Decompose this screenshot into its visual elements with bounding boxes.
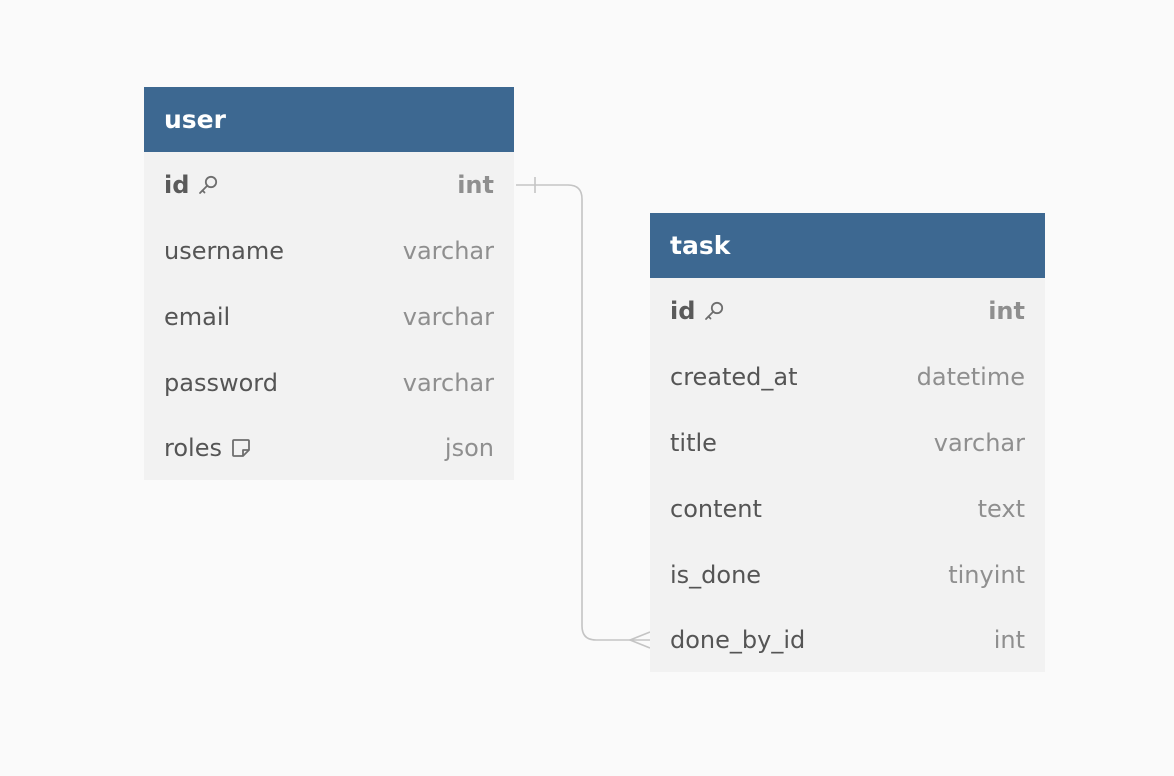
field-row[interactable]: is_done tinyint bbox=[650, 542, 1045, 608]
field-name: created_at bbox=[670, 363, 798, 391]
field-type: text bbox=[977, 495, 1025, 523]
field-type: int bbox=[457, 171, 494, 199]
key-icon bbox=[197, 174, 219, 196]
field-row[interactable]: created_at datetime bbox=[650, 344, 1045, 410]
key-icon bbox=[703, 300, 725, 322]
entity-title[interactable]: task bbox=[650, 213, 1045, 278]
field-name: title bbox=[670, 429, 717, 457]
field-row[interactable]: password varchar bbox=[144, 350, 514, 416]
field-row[interactable]: email varchar bbox=[144, 284, 514, 350]
field-type: datetime bbox=[916, 363, 1025, 391]
entity-task[interactable]: task id int created_at datetime bbox=[650, 213, 1045, 672]
field-name: username bbox=[164, 237, 284, 265]
connector-line bbox=[516, 184, 650, 641]
field-type: int bbox=[993, 626, 1025, 654]
field-type: int bbox=[988, 297, 1025, 325]
field-name: id bbox=[670, 297, 696, 325]
field-type: varchar bbox=[933, 429, 1025, 457]
field-type: varchar bbox=[402, 303, 494, 331]
field-type: varchar bbox=[402, 237, 494, 265]
field-row[interactable]: id int bbox=[144, 152, 514, 218]
note-icon[interactable] bbox=[230, 437, 252, 459]
field-type: tinyint bbox=[948, 561, 1025, 589]
field-row[interactable]: done_by_id int bbox=[650, 608, 1045, 672]
field-name: roles bbox=[164, 434, 222, 462]
field-row[interactable]: roles json bbox=[144, 416, 514, 480]
field-type: json bbox=[444, 434, 494, 462]
field-row[interactable]: id int bbox=[650, 278, 1045, 344]
field-type: varchar bbox=[402, 369, 494, 397]
field-name: password bbox=[164, 369, 278, 397]
field-name: email bbox=[164, 303, 231, 331]
field-name: id bbox=[164, 171, 190, 199]
field-name: done_by_id bbox=[670, 626, 806, 654]
entity-title[interactable]: user bbox=[144, 87, 514, 152]
field-name: is_done bbox=[670, 561, 762, 589]
entity-user[interactable]: user id int username varchar bbox=[144, 87, 514, 480]
field-row[interactable]: content text bbox=[650, 476, 1045, 542]
field-row[interactable]: username varchar bbox=[144, 218, 514, 284]
field-row[interactable]: title varchar bbox=[650, 410, 1045, 476]
many-cardinality-mark bbox=[627, 631, 651, 649]
field-name: content bbox=[670, 495, 762, 523]
